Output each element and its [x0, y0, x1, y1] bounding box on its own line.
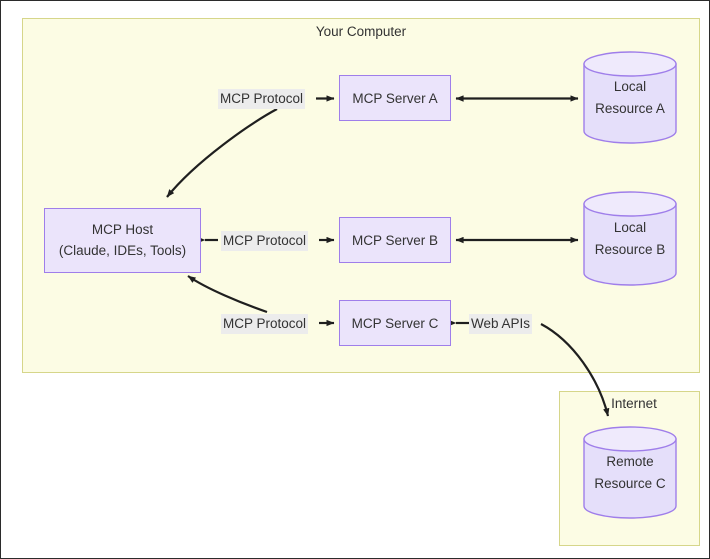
node-mcp-server-b[interactable]: MCP Server B — [339, 217, 451, 263]
node-mcp-server-c[interactable]: MCP Server C — [339, 300, 451, 346]
edge-label-mcp-protocol-b: MCP Protocol — [221, 231, 309, 251]
node-mcp-server-a[interactable]: MCP Server A — [339, 75, 451, 121]
node-mcp-host-line1: MCP Host — [91, 221, 154, 237]
node-remote-resource-c[interactable]: Remote Resource C — [583, 426, 677, 519]
edge-label-mcp-protocol-a: MCP Protocol — [218, 89, 306, 109]
cylinder-shape-b — [583, 191, 677, 286]
cylinder-shape-a — [583, 51, 677, 144]
node-mcp-server-a-label: MCP Server A — [352, 90, 438, 106]
node-mcp-host-line2: (Claude, IDEs, Tools) — [58, 242, 187, 258]
cylinder-shape-c — [583, 426, 677, 519]
node-local-resource-a[interactable]: Local Resource A — [583, 51, 677, 144]
edge-label-web-apis: Web APIs — [469, 314, 533, 334]
node-mcp-server-c-label: MCP Server C — [351, 315, 439, 331]
node-mcp-server-b-label: MCP Server B — [351, 232, 439, 248]
group-internet-label: Internet — [611, 396, 657, 411]
group-your-computer-label: Your Computer — [315, 24, 407, 39]
node-local-resource-b[interactable]: Local Resource B — [583, 191, 677, 286]
edge-label-mcp-protocol-c: MCP Protocol — [221, 314, 309, 334]
node-mcp-host[interactable]: MCP Host (Claude, IDEs, Tools) — [44, 208, 201, 273]
